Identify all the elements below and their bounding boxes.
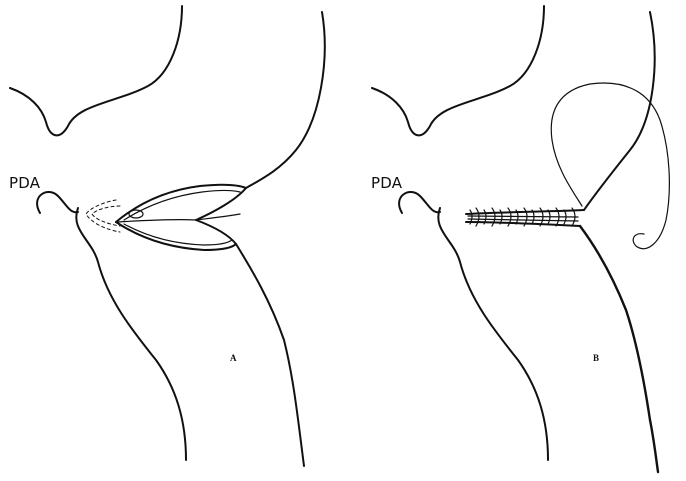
panel-a-ductus-dashed-outline-2 — [86, 200, 120, 232]
panel-b-suture-line-lower-edge — [466, 222, 580, 226]
panel-a-aorta-right-wall-upper — [246, 12, 325, 188]
panel-b-suture-thread-loop — [551, 83, 669, 249]
panel-b-aorta-right-wall-lower — [580, 226, 658, 472]
panel-b-aorta-left-wall — [438, 208, 548, 460]
panel-a-pda-label: PDA — [9, 176, 40, 191]
panel-b-upper-vessel-wall — [372, 6, 544, 135]
panel-a-incision-lower-flap — [116, 220, 236, 250]
panel-b-aorta-right-wall-upper — [584, 12, 655, 210]
panel-a-letter: A — [230, 354, 237, 363]
panel-a-drawing — [10, 6, 325, 466]
panel-b-letter: B — [593, 354, 599, 363]
panel-a-upper-vessel-wall — [10, 6, 182, 135]
panel-b-pda-stump — [399, 192, 440, 213]
panel-b-drawing — [372, 6, 669, 472]
panel-a-aorta-right-wall-lower — [236, 244, 304, 466]
panel-b-pda-label: PDA — [371, 176, 402, 191]
panel-a-pda-stump — [37, 192, 78, 213]
panel-a-ductal-orifice — [129, 210, 143, 218]
